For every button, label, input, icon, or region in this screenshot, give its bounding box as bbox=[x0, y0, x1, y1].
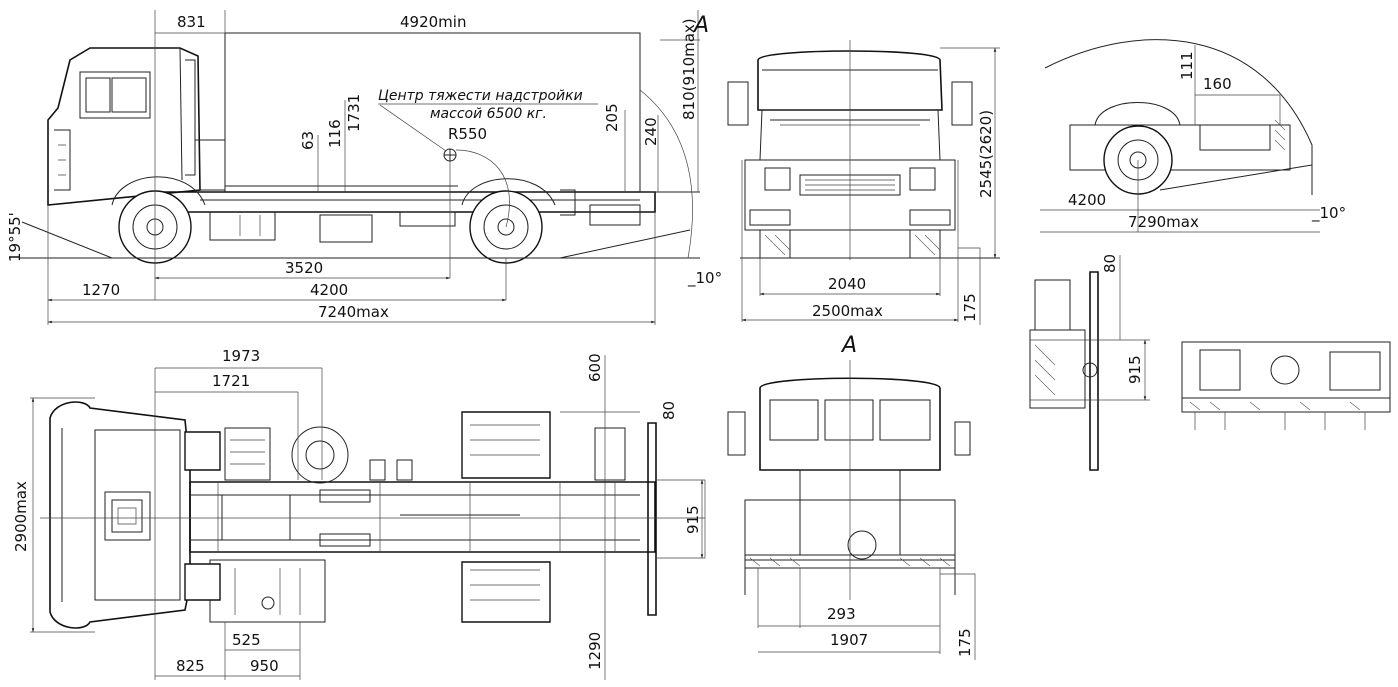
cog-note-line2: массой 6500 кг. bbox=[430, 106, 547, 122]
dim-radius: R550 bbox=[448, 125, 487, 143]
dim-height-b: 116 bbox=[326, 119, 344, 148]
dim-height-a: 63 bbox=[299, 131, 317, 150]
dim-top-width: 2900max bbox=[12, 481, 30, 552]
front-view bbox=[727, 40, 1000, 325]
dim-height-e: 240 bbox=[642, 117, 660, 146]
dim-front-ground: 175 bbox=[961, 293, 979, 322]
side-view bbox=[20, 10, 700, 325]
dim-top-1721: 1721 bbox=[212, 372, 250, 390]
dim-detail-80: 80 bbox=[1101, 254, 1119, 273]
dim-body-length: 4920min bbox=[400, 13, 466, 31]
detail-view bbox=[1029, 255, 1150, 471]
dim-wheelbase: 4200 bbox=[310, 281, 348, 299]
dim-turn-angle: _10° bbox=[1311, 204, 1346, 223]
view-letter-side: A bbox=[692, 13, 709, 38]
dim-top-825: 825 bbox=[176, 657, 205, 675]
rear-detail-view bbox=[1181, 341, 1391, 430]
dim-rear-1907: 1907 bbox=[830, 631, 868, 649]
dim-height-c: 1731 bbox=[345, 94, 363, 132]
dim-front-height: 2545(2620) bbox=[977, 110, 995, 198]
dim-overall-length: 7240max bbox=[318, 303, 389, 321]
dim-front-overhang: 1270 bbox=[82, 281, 120, 299]
dim-top-915: 915 bbox=[684, 505, 702, 534]
dim-top-525: 525 bbox=[232, 631, 261, 649]
dim-top-1973: 1973 bbox=[222, 347, 260, 365]
dim-top-80: 80 bbox=[660, 401, 678, 420]
dim-top-950: 950 bbox=[250, 657, 279, 675]
dim-turn-wheelbase: 4200 bbox=[1068, 191, 1106, 209]
dim-approach-angle: 19°55' bbox=[6, 212, 24, 262]
cog-note-line1: Центр тяжести надстройки bbox=[378, 88, 583, 104]
dim-turn-radius: 7290max bbox=[1128, 213, 1199, 231]
dim-departure-angle: _10° bbox=[687, 269, 722, 288]
top-view bbox=[30, 355, 706, 680]
dim-rear-293: 293 bbox=[827, 605, 856, 623]
dim-detail-915: 915 bbox=[1126, 355, 1144, 384]
dim-front-width: 2500max bbox=[812, 302, 883, 320]
dim-turn-111: 111 bbox=[1178, 51, 1196, 80]
dim-top-1290: 1290 bbox=[586, 632, 604, 670]
dim-turn-160: 160 bbox=[1203, 75, 1232, 93]
dim-cog-dist: 3520 bbox=[285, 259, 323, 277]
dim-cab-offset: 831 bbox=[177, 13, 206, 31]
dim-top-600: 600 bbox=[586, 353, 604, 382]
dim-top-clear: 810(910max) bbox=[680, 18, 698, 120]
dim-height-d: 205 bbox=[603, 103, 621, 132]
turn-view bbox=[1040, 39, 1320, 233]
view-letter-rear: A bbox=[840, 333, 857, 358]
rear-view bbox=[727, 360, 976, 660]
dim-rear-ground: 175 bbox=[956, 628, 974, 657]
dim-front-track: 2040 bbox=[828, 275, 866, 293]
